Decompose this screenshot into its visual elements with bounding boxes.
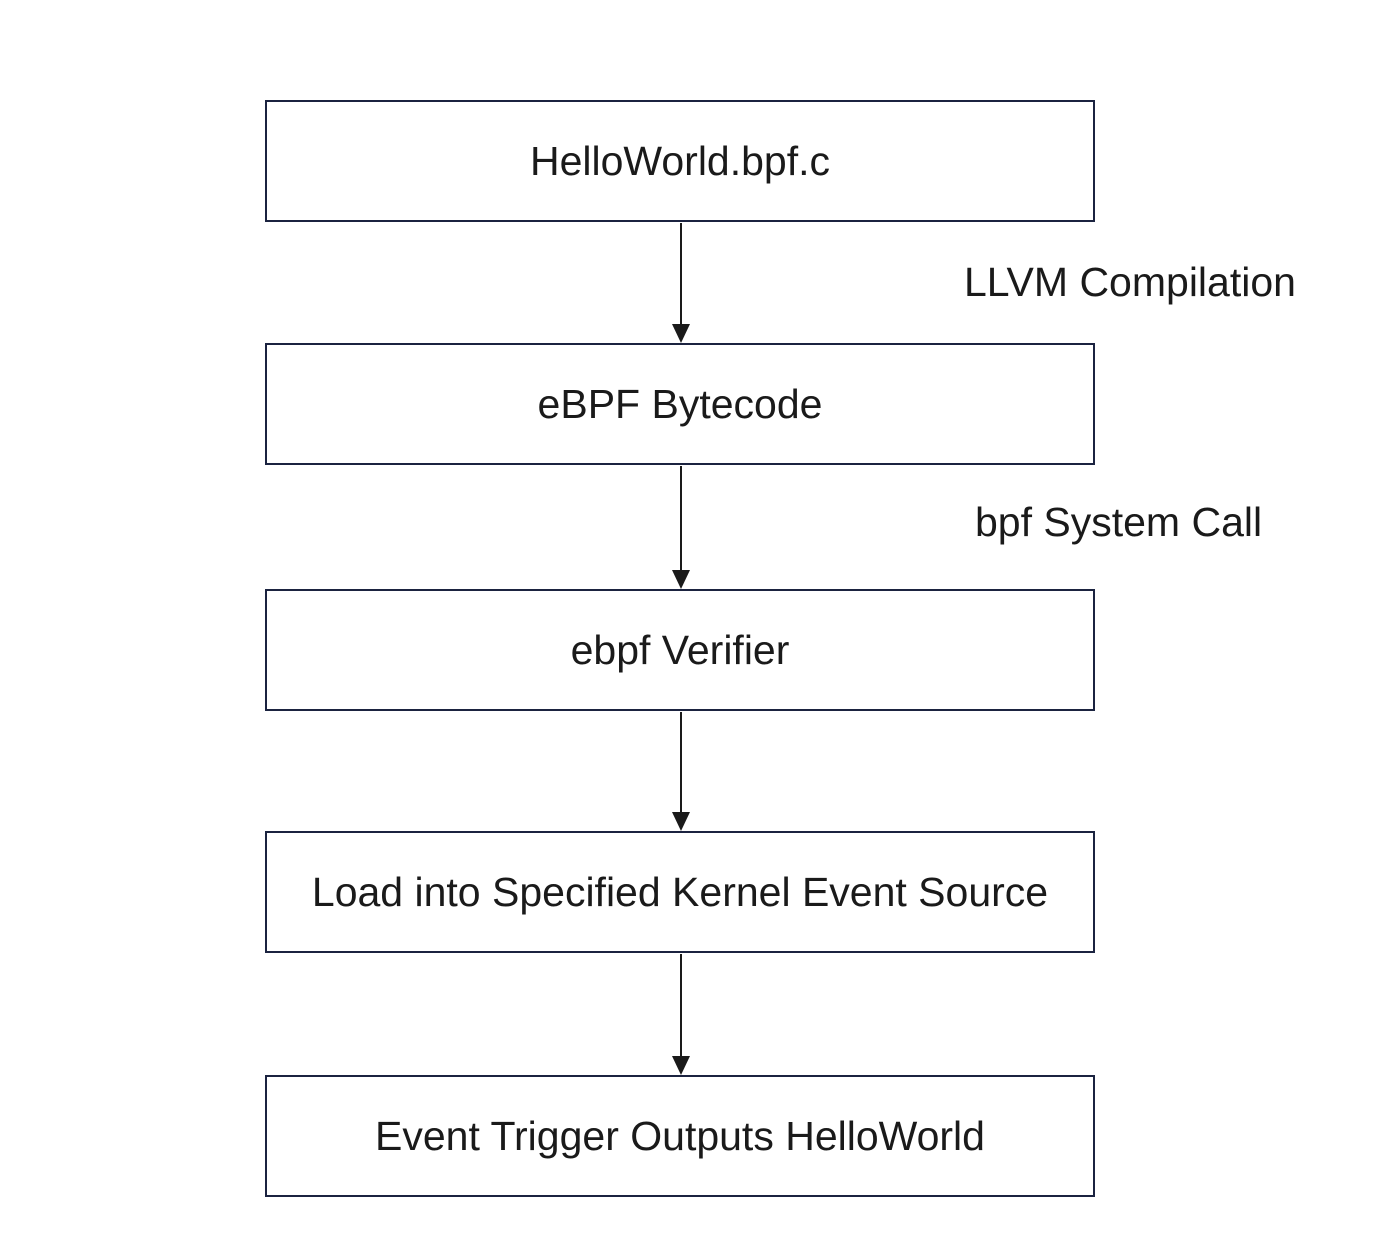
edge-label-llvm: LLVM Compilation	[964, 259, 1296, 305]
arrow-4	[672, 954, 690, 1075]
node-event-output: Event Trigger Outputs HelloWorld	[265, 1075, 1095, 1197]
node-source-file-label: HelloWorld.bpf.c	[529, 137, 831, 184]
node-verifier-label: ebpf Verifier	[570, 626, 790, 673]
arrow-1	[672, 223, 690, 343]
arrow-2	[672, 466, 690, 589]
node-source-file: HelloWorld.bpf.c	[265, 100, 1095, 222]
node-verifier: ebpf Verifier	[265, 589, 1095, 711]
arrow-3	[672, 712, 690, 831]
node-event-output-label: Event Trigger Outputs HelloWorld	[375, 1112, 985, 1159]
node-load-kernel-label: Load into Specified Kernel Event Source	[311, 868, 1049, 915]
node-bytecode-label: eBPF Bytecode	[537, 380, 823, 427]
node-bytecode: eBPF Bytecode	[265, 343, 1095, 465]
node-load-kernel: Load into Specified Kernel Event Source	[265, 831, 1095, 953]
edge-label-syscall: bpf System Call	[975, 499, 1263, 545]
